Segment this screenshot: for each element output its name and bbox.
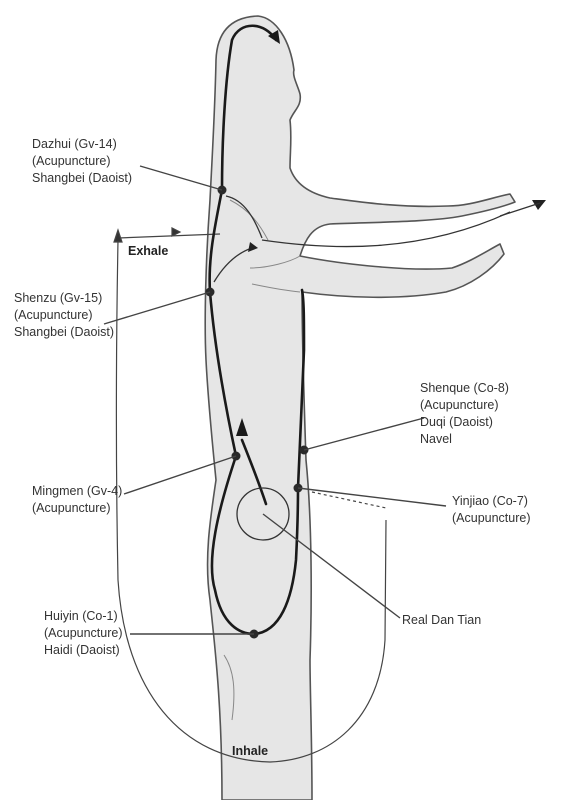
exhale-label: Exhale bbox=[128, 244, 169, 258]
arm-flow-arrows bbox=[213, 195, 546, 283]
label-dazhui: Dazhui (Gv-14) (Acupuncture) Shangbei (D… bbox=[32, 137, 133, 185]
leader-dazhui bbox=[139, 165, 223, 191]
leader-lines bbox=[103, 165, 447, 635]
channel-arrow-up bbox=[236, 418, 248, 436]
leader-dantian bbox=[262, 513, 401, 619]
leader-shenque bbox=[303, 417, 425, 451]
head-arrow bbox=[268, 30, 280, 44]
dan-tian-circle bbox=[236, 487, 290, 541]
label-yinjiao: Yinjiao (Co-7) (Acupuncture) bbox=[452, 494, 531, 525]
microcosmic-orbit-channel bbox=[208, 24, 306, 636]
body-contours bbox=[223, 199, 301, 721]
label-shenque: Shenque (Co-8) (Acupuncture) Duqi (Daois… bbox=[420, 381, 509, 446]
label-huiyin: Huiyin (Co-1) (Acupuncture) Haidi (Daois… bbox=[44, 609, 123, 657]
inhale-label: Inhale bbox=[232, 744, 269, 758]
label-dantian: Real Dan Tian bbox=[402, 613, 482, 627]
leader-yinjiao bbox=[297, 487, 447, 507]
leader-mingmen bbox=[123, 455, 237, 495]
label-mingmen: Mingmen (Gv-4) (Acupuncture) bbox=[32, 484, 123, 515]
body-silhouette bbox=[204, 15, 516, 800]
breath-flow-loop bbox=[113, 227, 387, 763]
leader-shenzu bbox=[103, 291, 211, 325]
label-shenzu: Shenzu (Gv-15) (Acupuncture) Shangbei (D… bbox=[14, 291, 115, 339]
body-outline bbox=[204, 15, 516, 800]
